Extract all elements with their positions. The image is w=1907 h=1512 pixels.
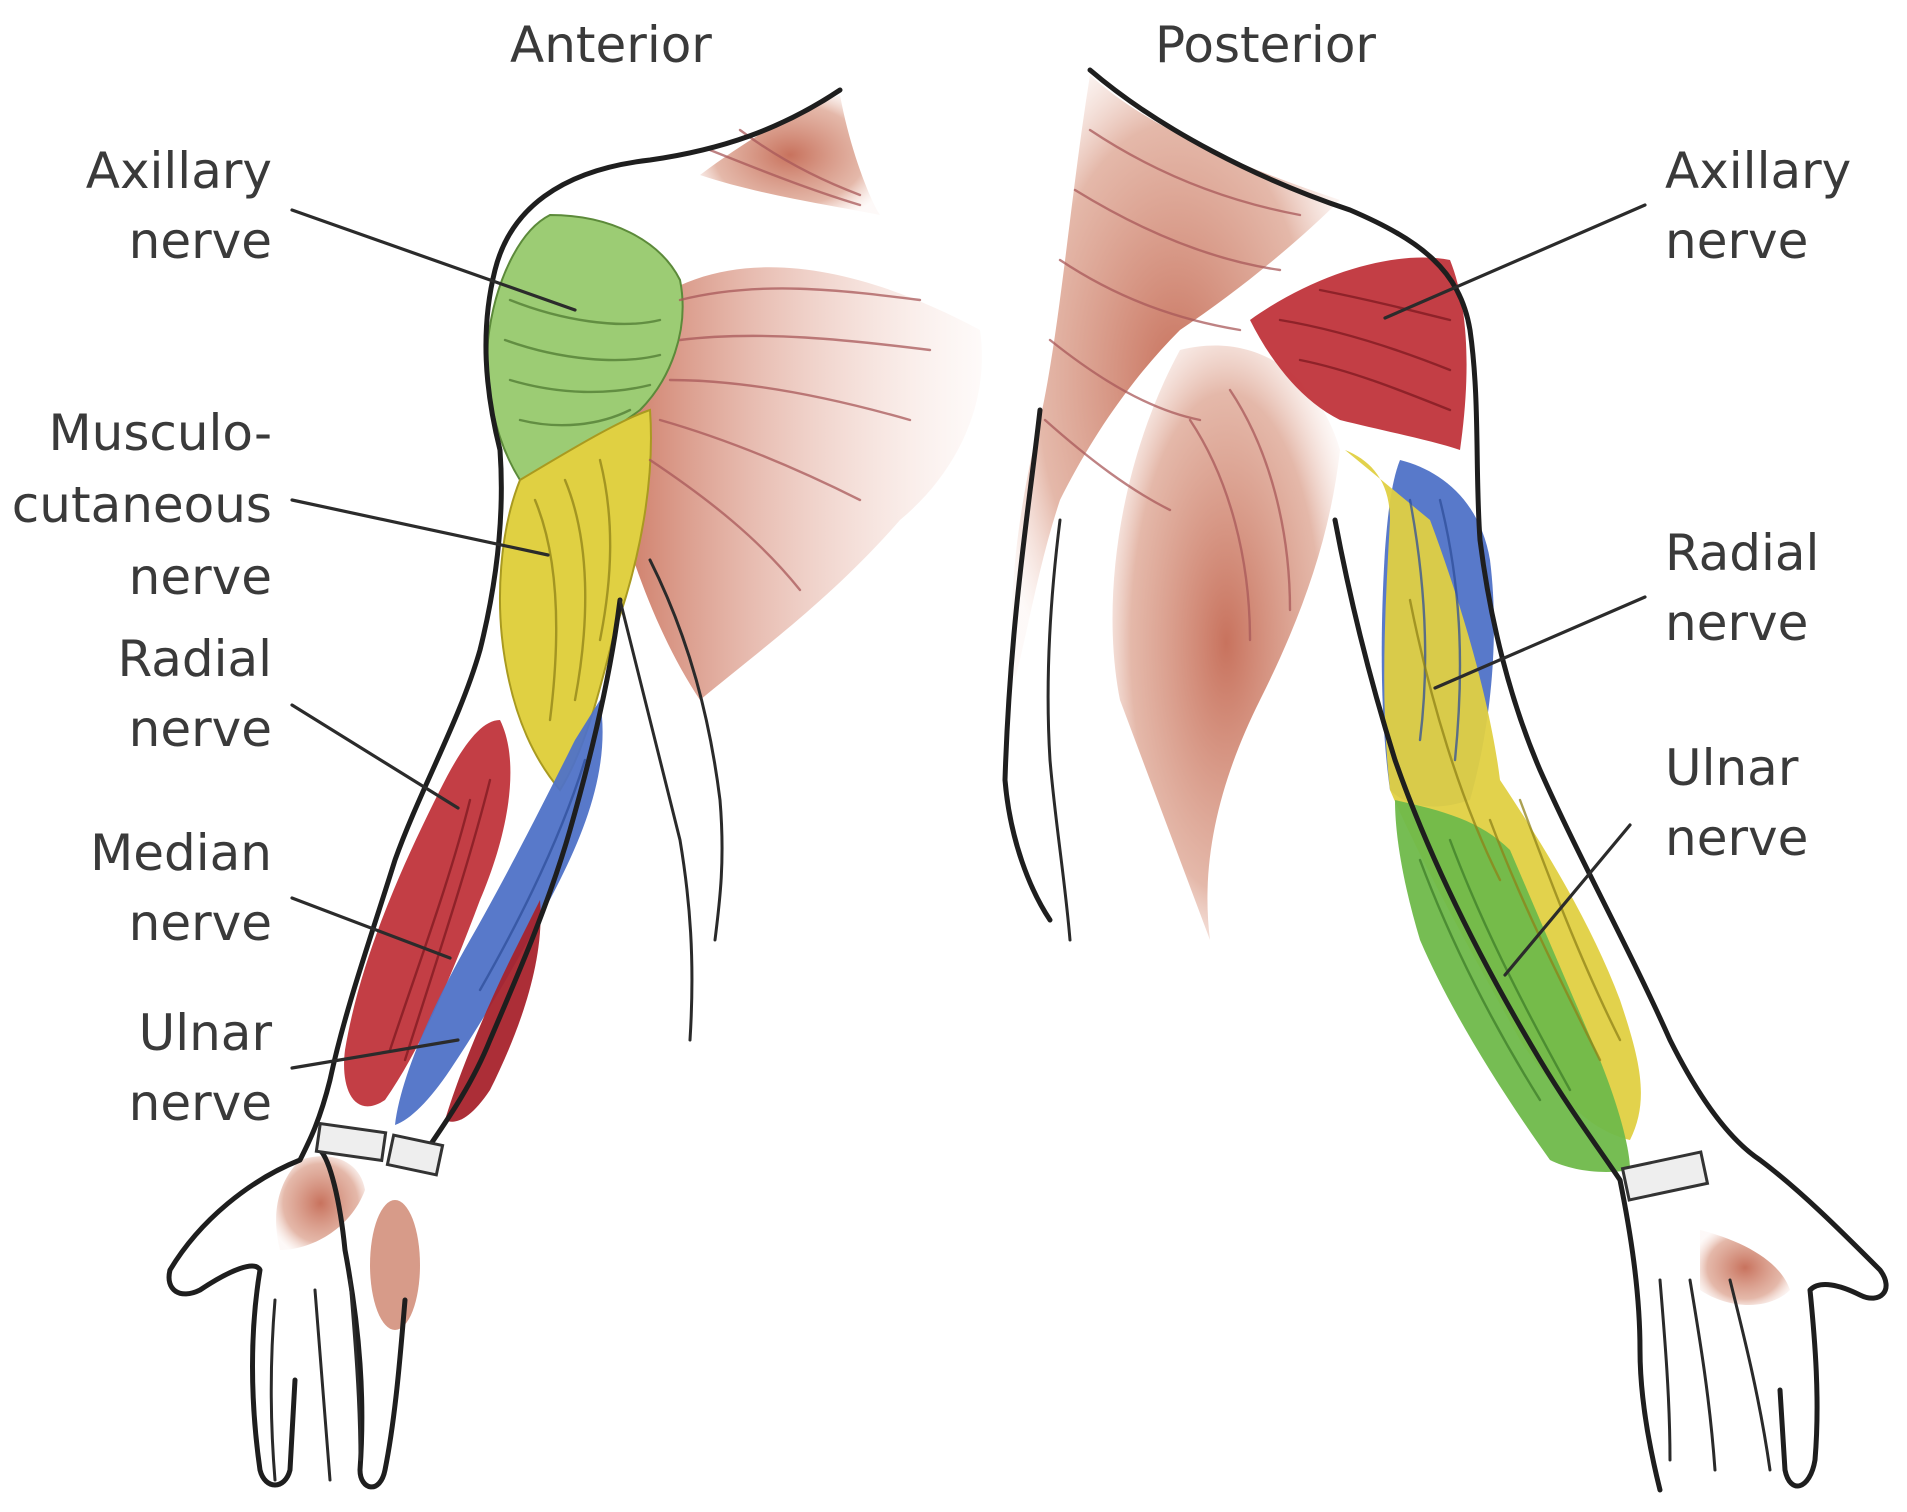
posterior-latissimus-muscle xyxy=(1113,346,1341,940)
svg-text:Musculo-: Musculo- xyxy=(48,404,272,462)
svg-text:Axillary: Axillary xyxy=(86,142,272,200)
svg-text:nerve: nerve xyxy=(129,1074,272,1132)
svg-text:cutaneous: cutaneous xyxy=(12,476,272,534)
anterior-wrist-band-1 xyxy=(316,1124,385,1161)
svg-text:Median: Median xyxy=(90,824,272,882)
svg-text:Axillary: Axillary xyxy=(1665,142,1851,200)
svg-text:nerve: nerve xyxy=(129,894,272,952)
svg-text:nerve: nerve xyxy=(129,212,272,270)
anterior-trapezius-muscle xyxy=(700,95,880,215)
anterior-radial-label: Radial nerve xyxy=(118,630,458,808)
anterior-thenar-muscle xyxy=(370,1200,420,1330)
posterior-hand-muscle-tint xyxy=(1700,1230,1790,1305)
posterior-heading: Posterior xyxy=(1155,16,1376,74)
svg-text:nerve: nerve xyxy=(129,700,272,758)
anterior-heading: Anterior xyxy=(510,16,712,74)
svg-text:Ulnar: Ulnar xyxy=(139,1004,273,1062)
svg-text:Ulnar: Ulnar xyxy=(1665,739,1799,797)
anterior-hand-muscle-tint xyxy=(276,1156,365,1250)
anterior-view: Anterior xyxy=(169,16,982,1487)
posterior-back-edge xyxy=(1048,520,1070,940)
anterior-radial-leader xyxy=(292,705,458,808)
svg-text:nerve: nerve xyxy=(1665,809,1808,867)
anterior-axillary-label: Axillary nerve xyxy=(86,142,575,310)
anterior-musculocutaneous-label: Musculo- cutaneous nerve xyxy=(12,404,548,606)
svg-text:Radial: Radial xyxy=(1665,524,1819,582)
posterior-wrist-band xyxy=(1623,1152,1708,1200)
svg-text:nerve: nerve xyxy=(129,548,272,606)
posterior-fingers xyxy=(1660,1280,1770,1470)
anterior-fingers xyxy=(271,1280,360,1480)
svg-text:Radial: Radial xyxy=(118,630,272,688)
svg-text:nerve: nerve xyxy=(1665,594,1808,652)
svg-text:nerve: nerve xyxy=(1665,212,1808,270)
